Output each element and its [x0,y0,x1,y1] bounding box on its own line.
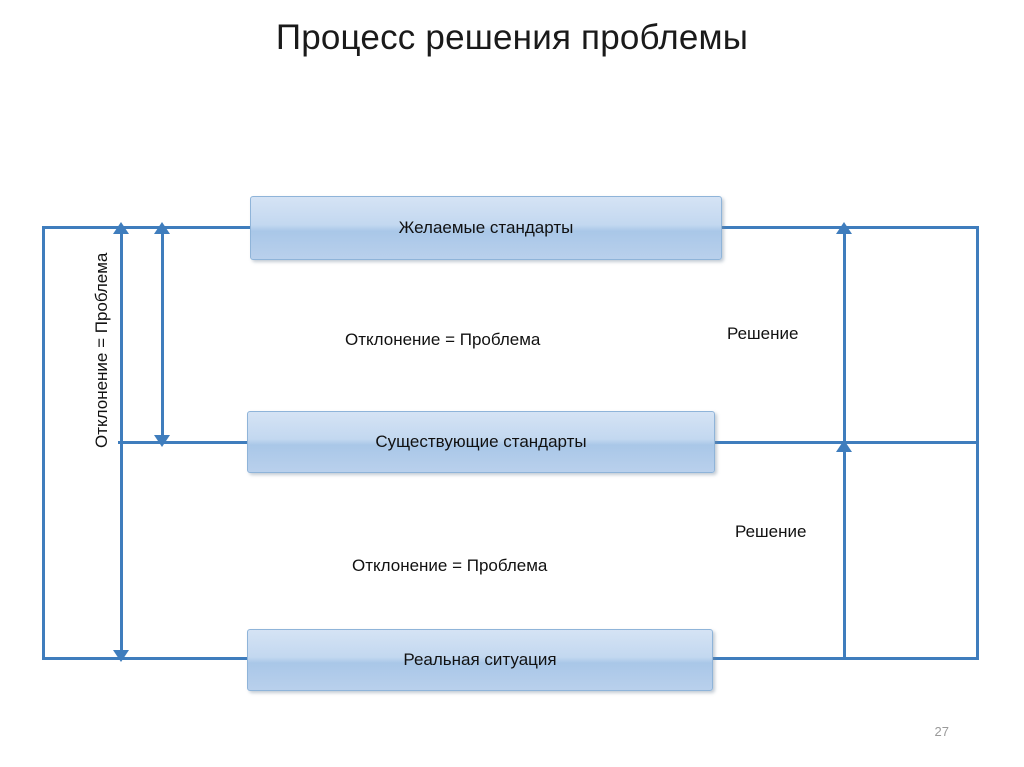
label-solution-bottom: Решение [735,522,807,541]
right-upper-arrow-shaft [843,232,846,441]
middle-left-horizontal-line [118,441,252,444]
label-deviation-bottom: Отклонение = Проблема [352,556,548,575]
bottom-right-horizontal-line [711,657,979,660]
label-left-vertical-deviation: Отклонение = Проблема [92,252,111,448]
box-desired-standards[interactable]: Желаемые стандарты [250,196,722,260]
box-desired-standards-label: Желаемые стандарты [398,218,574,237]
right-outer-vertical-line-bottom [976,441,979,657]
left-outer-vertical-line [42,226,45,660]
box-existing-standards[interactable]: Существующие стандарты [247,411,715,473]
left-long-arrow-shaft [120,232,123,652]
left-long-arrow-head-up [113,222,129,234]
label-solution-top: Решение [727,324,799,343]
right-lower-arrow-head [836,440,852,452]
right-upper-arrow-head [836,222,852,234]
top-left-horizontal-line [42,226,254,229]
left-long-arrow-head-down [113,650,129,662]
box-real-situation[interactable]: Реальная ситуация [247,629,713,691]
bottom-left-horizontal-line [42,657,254,660]
page-title: Процесс решения проблемы [275,18,749,57]
right-outer-vertical-line-top [976,226,979,441]
page-number: 27 [934,724,949,739]
left-short-arrow-shaft [161,232,164,437]
left-short-arrow-head-up [154,222,170,234]
box-existing-standards-label: Существующие стандарты [375,432,587,451]
left-short-arrow-head-down [154,435,170,447]
box-real-situation-label: Реальная ситуация [403,650,557,669]
label-deviation-top: Отклонение = Проблема [345,330,541,349]
right-lower-arrow-shaft [843,450,846,657]
